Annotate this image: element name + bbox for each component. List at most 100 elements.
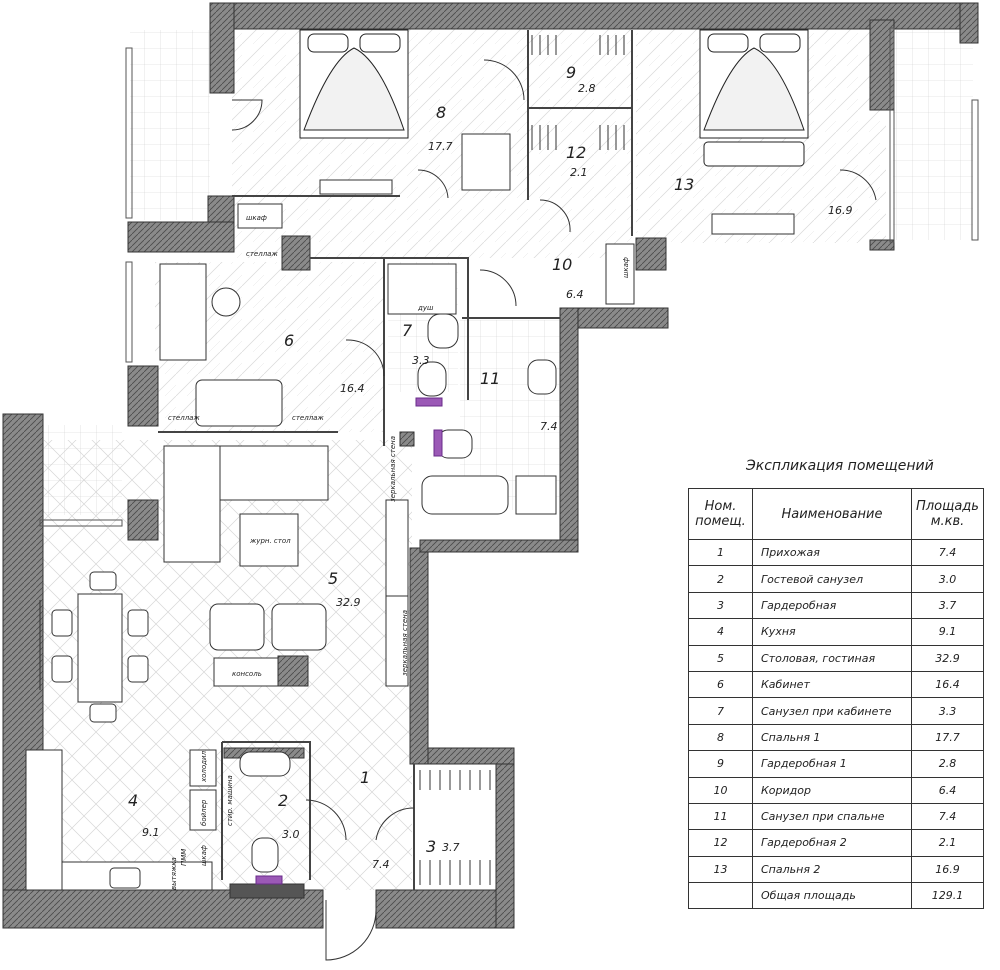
row-name: Санузел при спальне bbox=[752, 802, 912, 831]
console-label: консоль bbox=[232, 670, 262, 678]
legend-title: Экспликация помещений bbox=[746, 458, 934, 474]
row-name: Спальня 2 bbox=[752, 855, 912, 884]
room-area: 9.1 bbox=[142, 826, 160, 839]
sink-11 bbox=[527, 359, 557, 395]
row-area: 7.4 bbox=[911, 802, 984, 831]
row-name: Гостевой санузел bbox=[752, 565, 912, 593]
room-number: 8 bbox=[436, 103, 446, 122]
coffee-table bbox=[239, 513, 299, 567]
room-area: 6.4 bbox=[566, 288, 584, 301]
room-area: 7.4 bbox=[372, 858, 390, 871]
row-number: 5 bbox=[688, 644, 753, 672]
row-area: 16.4 bbox=[911, 670, 984, 699]
row-name: Коридор bbox=[752, 776, 912, 804]
room-number: 4 bbox=[128, 791, 138, 810]
bathtub bbox=[421, 475, 509, 515]
partitions bbox=[158, 30, 633, 890]
bed-bedroom-2 bbox=[699, 29, 809, 167]
shower-11 bbox=[515, 475, 557, 515]
row-area: 2.1 bbox=[911, 829, 984, 857]
wardrobe-label: шкаф bbox=[246, 214, 267, 222]
room-area: 17.7 bbox=[428, 140, 453, 153]
row-name: Санузел при кабинете bbox=[752, 697, 912, 725]
row-name: Кухня bbox=[752, 618, 912, 646]
row-name: Спальня 1 bbox=[752, 723, 912, 752]
room-number: 13 bbox=[674, 175, 694, 194]
header-area: Площадь м.кв. bbox=[911, 488, 984, 540]
rack-label: стеллаж bbox=[292, 414, 324, 422]
shower-label: душ bbox=[417, 304, 434, 312]
kitchen-sink bbox=[109, 867, 141, 889]
room-area: 3.0 bbox=[282, 828, 300, 841]
mirror-wall-1 bbox=[385, 499, 409, 597]
dishwasher-label: ПММ bbox=[180, 849, 188, 866]
row-area: 6.4 bbox=[911, 776, 984, 804]
row-area: 2.8 bbox=[911, 750, 984, 778]
room-number: 3 bbox=[426, 837, 436, 856]
row-name: Гардеробная 2 bbox=[752, 829, 912, 857]
row-name: Гардеробная bbox=[752, 591, 912, 620]
total-name: Общая площадь bbox=[752, 882, 912, 910]
row-area: 3.3 bbox=[911, 697, 984, 725]
room-area: 32.9 bbox=[336, 596, 361, 609]
room-area: 3.3 bbox=[412, 354, 430, 367]
row-name: Гардеробная 1 bbox=[752, 750, 912, 778]
rack-label: стеллаж bbox=[168, 414, 200, 422]
row-number: 12 bbox=[688, 829, 753, 857]
row-number: 4 bbox=[688, 618, 753, 646]
tv-stand bbox=[711, 213, 795, 235]
desk bbox=[159, 263, 207, 361]
mirror-wall-label: зеркальная стена bbox=[389, 436, 397, 502]
room-area: 7.4 bbox=[540, 420, 558, 433]
office-chair bbox=[211, 287, 241, 317]
room-number: 9 bbox=[566, 63, 576, 82]
walls bbox=[2, 2, 979, 929]
row-number: 10 bbox=[688, 776, 753, 804]
boiler bbox=[189, 789, 217, 831]
armchair-left bbox=[209, 603, 265, 651]
room-area: 2.1 bbox=[570, 166, 588, 179]
row-area: 9.1 bbox=[911, 618, 984, 646]
mirror-wall-2 bbox=[385, 595, 409, 687]
armchair-right bbox=[271, 603, 327, 651]
room-area: 2.8 bbox=[578, 82, 596, 95]
room-number: 6 bbox=[284, 331, 294, 350]
row-number: 6 bbox=[688, 670, 753, 699]
toilet-7 bbox=[417, 361, 447, 397]
row-number: 13 bbox=[688, 855, 753, 884]
wardrobe-label: шкаф bbox=[622, 257, 630, 278]
total-number bbox=[688, 882, 753, 910]
toilet-2 bbox=[251, 837, 279, 873]
sink-7 bbox=[427, 313, 459, 349]
room-number: 12 bbox=[566, 143, 586, 162]
row-number: 9 bbox=[688, 750, 753, 778]
row-number: 7 bbox=[688, 697, 753, 725]
row-number: 2 bbox=[688, 565, 753, 593]
coffee-table-label: журн. стол bbox=[249, 537, 291, 545]
room-schedule-table: Ном. помещ. Наименование Площадь м.кв. 1… bbox=[688, 488, 984, 910]
row-number: 3 bbox=[688, 591, 753, 620]
room-number: 7 bbox=[402, 321, 413, 340]
row-area: 17.7 bbox=[911, 723, 984, 752]
radiator bbox=[229, 883, 305, 899]
dining-table bbox=[77, 593, 123, 703]
door-swings bbox=[39, 59, 877, 961]
hood-label: вытяжка bbox=[170, 857, 178, 890]
room-number: 10 bbox=[552, 255, 572, 274]
row-area: 7.4 bbox=[911, 538, 984, 567]
header-number: Ном. помещ. bbox=[688, 488, 753, 540]
row-name: Столовая, гостиная bbox=[752, 644, 912, 672]
sink-2 bbox=[239, 751, 291, 777]
furniture-labels: шкаф шкаф стеллаж стеллаж стеллаж душ жу… bbox=[168, 214, 630, 890]
